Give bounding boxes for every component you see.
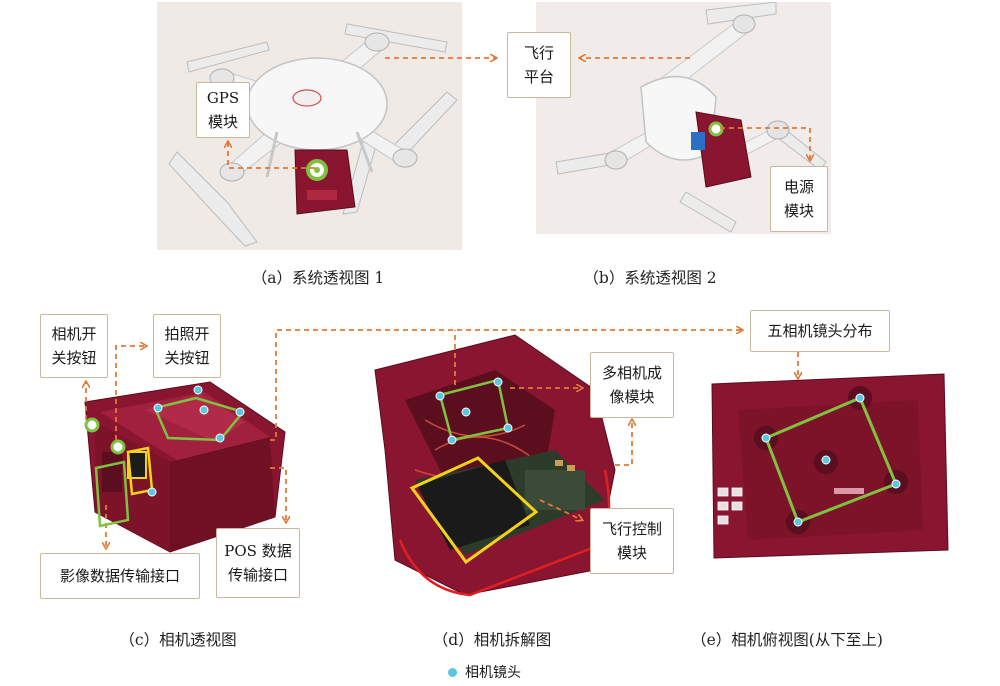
callout-flight-platform: 飞行 平台 [507, 32, 571, 98]
callout-image-data-port: 影像数据传输接口 [40, 553, 200, 599]
callout-power-module: 电源 模块 [770, 166, 828, 232]
callout-multi-camera-imaging-module: 多相机成 像模块 [590, 352, 674, 418]
legend-label: 相机镜头 [465, 665, 521, 681]
callout-camera-power-button: 相机开 关按钮 [40, 314, 108, 378]
callout-five-lens-distribution: 五相机镜头分布 [750, 310, 890, 352]
legend: 相机镜头 [448, 661, 521, 683]
callout-flight-control-module: 飞行控制 模块 [590, 508, 674, 574]
caption-e: （e）相机俯视图(从下至上) [691, 631, 883, 649]
caption-b: （b）系统透视图 2 [583, 269, 717, 287]
callout-pos-data-port: POS 数据 传输接口 [216, 528, 300, 598]
camera-photo-e [708, 370, 950, 562]
lens-marker-icon [448, 667, 457, 677]
callout-shutter-button: 拍照开 关按钮 [153, 314, 221, 378]
callout-gps-module: GPS 模块 [196, 82, 250, 138]
caption-a: （a）系统透视图 1 [251, 269, 385, 287]
caption-c: （c）相机透视图 [119, 631, 237, 649]
caption-d: （d）相机拆解图 [432, 631, 552, 649]
